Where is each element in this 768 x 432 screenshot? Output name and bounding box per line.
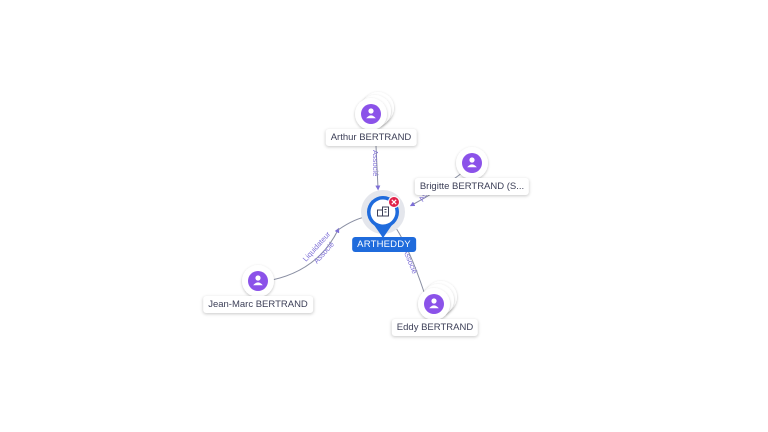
node-jeanmarc[interactable] [242, 265, 274, 297]
edge-arthur[interactable] [375, 145, 381, 191]
node-company[interactable] [361, 190, 405, 238]
person-icon [467, 157, 477, 168]
edge-eddy[interactable] [395, 227, 425, 293]
person-label-brigitte[interactable]: Brigitte BERTRAND (S... [414, 178, 530, 195]
node-arthur[interactable] [355, 92, 394, 130]
building-icon [377, 206, 389, 217]
person-label-eddy[interactable]: Eddy BERTRAND [391, 319, 479, 336]
person-icon [429, 298, 439, 309]
edge-label-arthur: Associé [371, 150, 380, 176]
edge-jeanmarc[interactable] [271, 227, 340, 281]
person-icon [366, 108, 376, 119]
company-label[interactable]: ARTHEDDY [352, 237, 416, 252]
person-label-arthur[interactable]: Arthur BERTRAND [325, 129, 417, 146]
person-icon [253, 275, 263, 286]
node-eddy[interactable] [418, 281, 457, 320]
close-icon[interactable] [388, 196, 400, 208]
node-brigitte[interactable] [456, 147, 488, 179]
person-label-jeanmarc[interactable]: Jean-Marc BERTRAND [203, 296, 313, 313]
